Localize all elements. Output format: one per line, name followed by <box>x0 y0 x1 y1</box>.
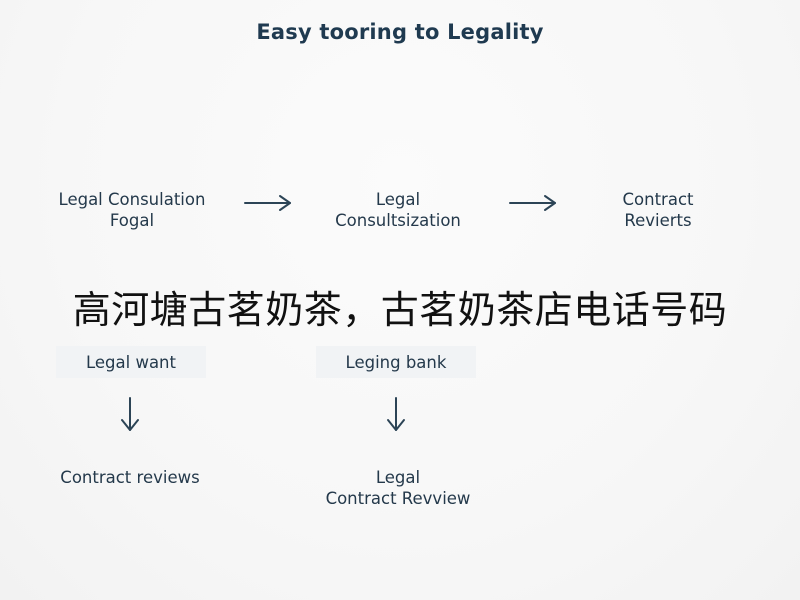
node-contract-reviews: Contract reviews <box>20 462 240 492</box>
arrow-right-2 <box>509 195 556 211</box>
node-label-line2: Revierts <box>624 211 692 230</box>
node-contract-revierts: Contract Revierts <box>580 186 736 234</box>
node-label-line2: Contract Revview <box>325 489 471 508</box>
arrow-down-1 <box>121 397 139 431</box>
diagram-title: Easy tooring to Legality <box>256 20 544 44</box>
node-label-line1: Legal <box>375 190 421 209</box>
node-label-line1: Legal Consulation <box>58 190 206 209</box>
arrow-down-2 <box>387 397 405 431</box>
node-legal-consulation: Legal Consulation Fogal <box>20 186 244 234</box>
overlay-caption: 高河塘古茗奶茶，古茗奶茶店电话号码 <box>72 287 728 332</box>
node-label-line2: Fogal <box>109 211 155 230</box>
node-label-line1: Contract reviews <box>60 467 200 487</box>
node-legal-consultsization: Legal Consultsization <box>300 186 496 234</box>
node-label-line1: Contract <box>622 190 694 209</box>
node-legal-contract-revview: Legal Contract Revview <box>292 466 504 510</box>
arrow-right-1 <box>244 195 291 211</box>
node-label-line1: Legal <box>375 468 421 487</box>
pill-leging-bank: Leging bank <box>316 346 476 378</box>
pill-legal-want: Legal want <box>56 346 206 378</box>
node-label-line2: Consultsization <box>335 211 461 230</box>
